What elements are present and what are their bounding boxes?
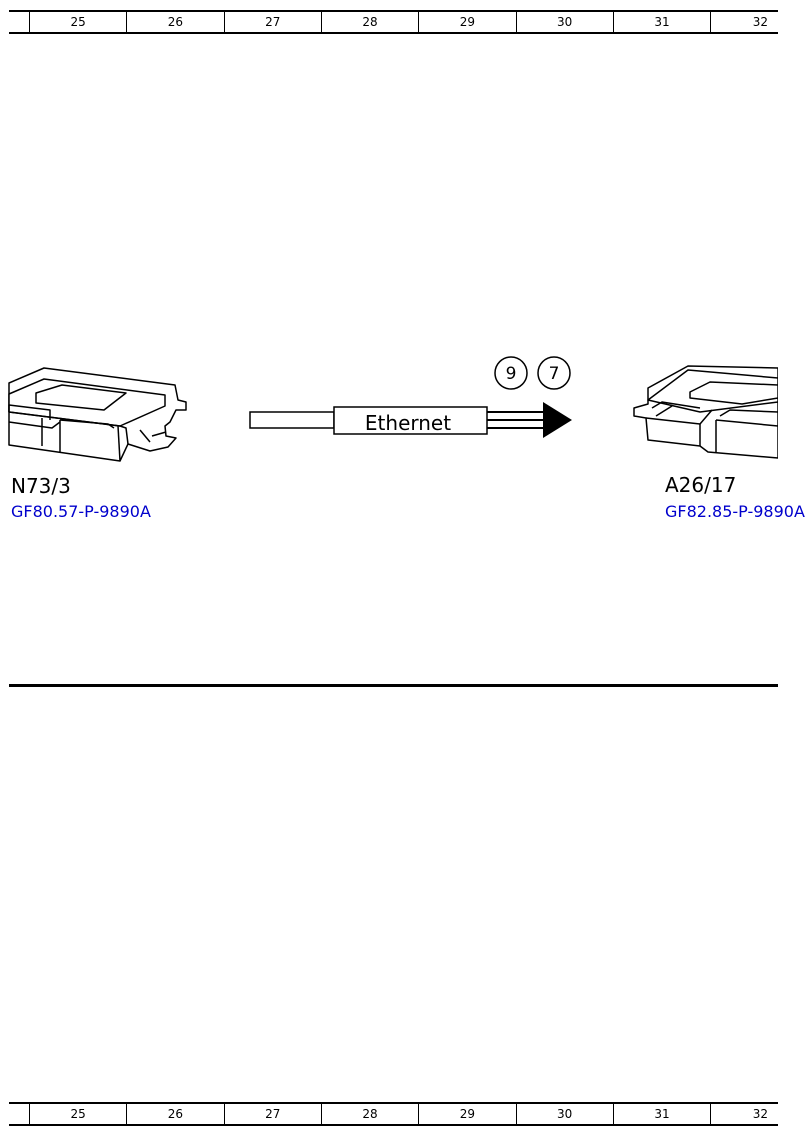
ruler-column: 31	[614, 12, 712, 32]
ruler-column: 25	[30, 12, 128, 32]
ethernet-line	[249, 411, 545, 429]
ruler-column: 32	[752, 1107, 769, 1121]
component-ref-link[interactable]: GF80.57-P-9890A	[11, 502, 151, 521]
column-ruler-bottom: 25 26 27 28 29 30 31 32	[9, 1102, 778, 1126]
ethernet-box	[333, 406, 488, 435]
wiring-diagram: Ethernet 9 7	[8, 356, 779, 462]
ruler-column: 27	[225, 12, 322, 32]
ruler-column: 32	[752, 15, 769, 29]
marker-label: 9	[506, 364, 517, 384]
ruler-column: 28	[322, 12, 420, 32]
control-unit-icon	[633, 365, 779, 459]
ruler-column: 28	[322, 1104, 420, 1124]
ruler-column: 31	[614, 1104, 712, 1124]
arrow-head-icon	[543, 402, 572, 438]
component-label-a26-17: A26/17	[665, 473, 737, 497]
ruler-column: 27	[225, 1104, 322, 1124]
marker-circle	[494, 356, 528, 390]
ruler-lead-cell	[9, 12, 30, 32]
ruler-column: 29	[419, 12, 517, 32]
component-ref-link[interactable]: GF82.85-P-9890A	[665, 502, 805, 521]
ruler-lead-cell	[9, 1104, 30, 1124]
marker-circle	[537, 356, 571, 390]
control-unit-icon	[8, 367, 187, 462]
ruler-column: 29	[419, 1104, 517, 1124]
ethernet-label: Ethernet	[365, 411, 451, 435]
ruler-column: 30	[517, 1104, 614, 1124]
ruler-column: 30	[517, 12, 614, 32]
ruler-column: 26	[127, 12, 225, 32]
column-ruler-top: 25 26 27 28 29 30 31 32	[9, 10, 778, 34]
component-ref-clip: GF82.85-P-9890A	[665, 503, 805, 523]
ruler-column: 25	[30, 1104, 128, 1124]
ruler-column: 26	[127, 1104, 225, 1124]
section-divider	[9, 684, 778, 687]
marker-label: 7	[549, 364, 560, 384]
component-label-n73-3: N73/3	[11, 474, 71, 498]
